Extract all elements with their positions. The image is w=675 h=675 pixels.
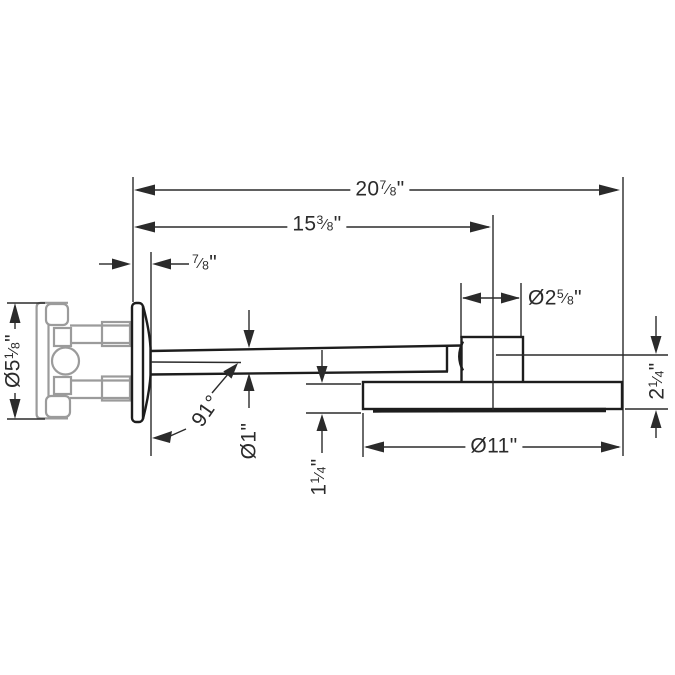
dim-unit: ": [574, 286, 582, 310]
reference-lines: [492, 215, 668, 410]
dim-whole: 20: [355, 177, 380, 201]
dim-unit: ": [209, 251, 218, 275]
head-drop-label: 21⁄4": [645, 357, 669, 404]
escutcheon: [130, 301, 152, 424]
dim-arm-diameter: [243, 310, 255, 408]
dim-slash: ⁄: [5, 349, 22, 352]
dim-numerator: 5: [556, 286, 564, 301]
dim-denominator: 8: [326, 219, 334, 234]
dim-whole: Ø2: [528, 286, 557, 310]
arm-diameter-label: Ø1": [237, 418, 261, 465]
head-height-label: 11⁄4": [307, 453, 331, 500]
concealed-installation-unit: [35, 301, 133, 420]
arm-end-curve: [458, 340, 465, 372]
dim-numerator: 1: [1, 351, 16, 360]
dim-whole: 2: [645, 387, 669, 400]
escutcheon-depth-label: 7⁄8": [190, 253, 219, 274]
dim-denominator: 8: [8, 341, 23, 350]
dim-slash: ⁄: [386, 181, 390, 198]
overall-width-label: 207⁄8": [350, 177, 410, 201]
dim-whole: Ø1: [237, 430, 261, 460]
dim-whole: Ø5: [1, 359, 25, 388]
dim-numerator: 7: [192, 251, 200, 266]
dim-numerator: 1: [645, 380, 660, 388]
dim-escutcheon-depth: [99, 258, 189, 270]
head-connector: [458, 335, 525, 384]
dim-denominator: 8: [566, 293, 575, 308]
sprayface: [372, 407, 607, 413]
dim-arm-angle-leaders: [152, 363, 238, 443]
dim-numerator: 1: [307, 476, 322, 484]
escutcheon-diameter-label: Ø51⁄8": [1, 329, 25, 393]
dim-denominator: 4: [652, 370, 667, 378]
dim-unit: ": [396, 177, 405, 201]
dim-whole: 15: [292, 212, 317, 236]
dim-slash: ⁄: [649, 377, 666, 381]
dim-slash: ⁄: [311, 473, 328, 477]
dim-unit: ": [333, 212, 342, 236]
dim-slash: ⁄: [564, 290, 567, 307]
dim-slash: ⁄: [323, 216, 327, 233]
wall-to-head-center-label: 153⁄8": [287, 212, 347, 236]
dim-unit: ": [307, 458, 331, 467]
dim-denominator: 4: [314, 466, 329, 474]
dim-unit: ": [237, 422, 261, 431]
shower-arm: [149, 344, 463, 376]
dim-denominator: 8: [202, 258, 210, 273]
dim-unit: ": [645, 362, 669, 371]
dim-numerator: 3: [316, 212, 324, 227]
dim-unit: ": [509, 434, 518, 458]
dim-whole: 1: [307, 483, 331, 496]
arm-centerline: [150, 361, 242, 364]
connector-diameter-label: Ø25⁄8": [526, 288, 584, 309]
dim-slash: ⁄: [199, 255, 203, 272]
dim-head-height: [316, 350, 328, 453]
valve-circle: [50, 346, 81, 376]
dim-head-drop: [650, 316, 662, 438]
dim-whole: Ø11: [470, 434, 510, 458]
head-diameter-label: Ø11": [465, 434, 523, 458]
dim-connector-diameter: [462, 292, 520, 304]
dim-unit: ": [1, 334, 25, 342]
dim-denominator: 8: [389, 184, 397, 199]
dim-numerator: 7: [379, 177, 387, 192]
